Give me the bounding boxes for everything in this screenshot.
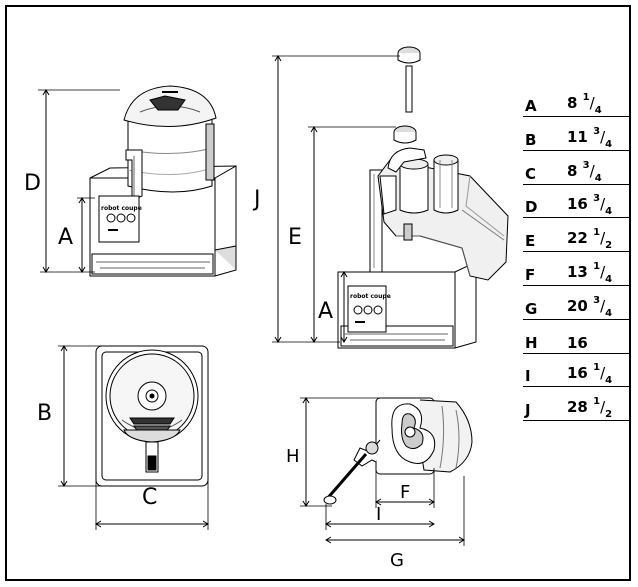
fraction-denominator: 2 [605,240,613,252]
dimension-key: F [525,266,536,284]
fraction-denominator: 4 [605,307,613,319]
dimension-row: G 20 3/4 [523,294,631,320]
fraction-numerator: 1 [593,227,601,239]
dimension-key: B [525,130,537,149]
label-d: D [24,171,41,196]
dimension-value: 11 3/4 [567,125,613,150]
dimension-value: 8 3/4 [567,159,602,184]
dimension-row: D 16 3/4 [523,193,631,219]
dimension-key: A [525,97,537,115]
label-e: E [288,225,302,250]
fraction-numerator: 3 [582,159,590,171]
dimension-key: G [525,299,538,318]
fraction-numerator: 3 [593,294,601,306]
fraction-slash: / [600,364,606,383]
brand-label-2: robot coupe [350,293,391,300]
fraction-slash: / [600,263,606,281]
dimension-value: 16 3/4 [567,193,613,218]
label-b: B [37,401,52,426]
dimension-whole: 13 [567,263,588,281]
dimension-key: D [525,198,538,217]
fraction-numerator: 1 [593,261,601,272]
fraction-denominator: 4 [605,274,613,285]
label-g: G [390,550,404,571]
dimension-whole: 16 [567,364,588,383]
label-c: C [142,485,157,510]
dimension-value: 13 1/4 [567,261,613,285]
dimension-value: 22 1/2 [567,227,613,252]
dimension-row: B 11 3/4 [523,125,631,151]
fraction-denominator: 4 [594,172,602,184]
fraction-numerator: 1 [593,362,601,374]
dimension-key: E [525,232,536,251]
fraction-slash: / [600,127,606,146]
dimension-value: 16 [567,334,588,352]
dimension-whole: 16 [567,333,588,352]
dimension-whole: 28 [567,398,588,417]
fraction-denominator: 2 [605,409,613,421]
dimension-row: A 8 1/4 [523,92,631,117]
dimension-whole: 16 [567,195,588,214]
label-a-right: A [318,299,333,324]
fraction-denominator: 4 [605,138,613,150]
diagram-frame [5,5,631,581]
dimension-row: J 28 1/2 [523,396,631,422]
label-i: I [376,504,381,525]
label-j: J [252,187,261,212]
dimension-row: E 22 1/2 [523,227,631,253]
fraction-slash: / [600,195,606,214]
dimension-whole: 22 [567,229,588,248]
dimension-whole: 20 [567,296,588,315]
fraction-numerator: 1 [593,396,601,408]
dimension-row: H 16 [523,331,631,354]
dimension-value: 8 1/4 [567,92,602,116]
fraction-slash: / [600,398,606,417]
fraction-numerator: 3 [593,125,601,137]
machine-veg-prep-view [337,46,509,349]
top-view-bowl [95,345,209,487]
label-h: H [286,446,300,467]
dimension-key: I [525,367,531,386]
fraction-slash: / [600,296,606,315]
fraction-slash: / [589,161,595,180]
top-view-veg-prep [323,397,473,505]
fraction-denominator: 4 [605,375,613,387]
dimension-row: I 16 1/4 [523,362,631,388]
fraction-numerator: 3 [593,193,601,205]
dimension-whole: 8 [567,161,578,180]
dimension-whole: 11 [567,127,588,146]
brand-label-1: robot coupe [101,205,142,212]
machine-bowl-view [89,85,237,277]
fraction-numerator: 1 [582,92,590,103]
dimension-key: H [525,333,538,352]
dimension-value: 16 1/4 [567,362,613,387]
label-a-left: A [58,225,73,250]
fraction-denominator: 4 [605,206,613,218]
dimension-row: C 8 3/4 [523,159,631,185]
fraction-slash: / [600,229,606,248]
dimension-whole: 8 [567,94,578,112]
dimension-value: 20 3/4 [567,294,613,319]
fraction-slash: / [589,94,595,112]
dimension-row: F 13 1/4 [523,261,631,286]
dimension-value: 28 1/2 [567,396,613,421]
dimension-key: C [525,164,537,183]
fraction-denominator: 4 [594,105,602,116]
label-f: F [400,482,410,503]
dimension-key: J [525,401,531,420]
